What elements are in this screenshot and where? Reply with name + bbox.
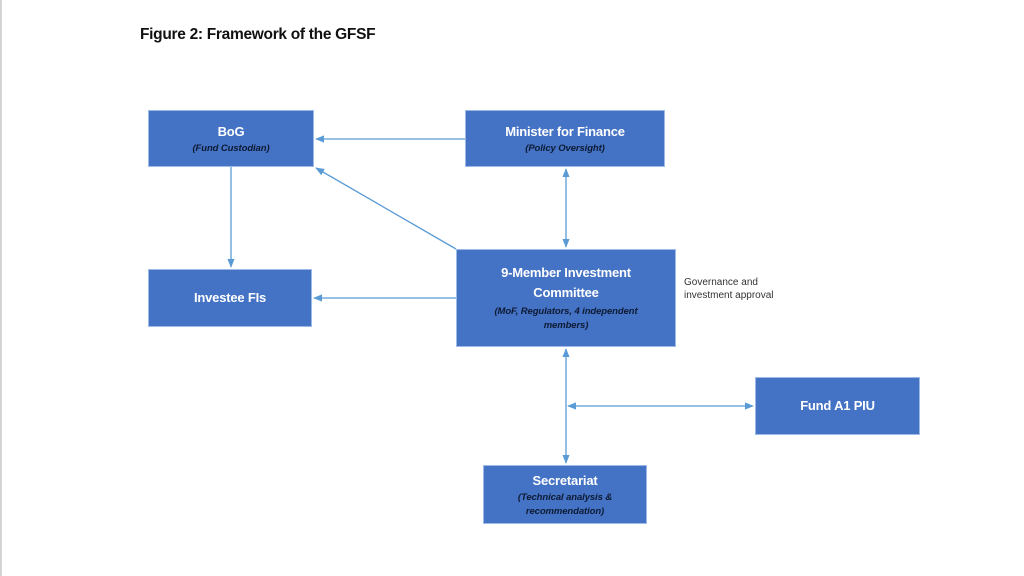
edge-committee-to-bog xyxy=(315,167,457,250)
page-edge xyxy=(0,0,2,576)
node-minister-for-finance: Minister for Finance (Policy Oversight) xyxy=(465,110,665,167)
node-minister-title: Minister for Finance xyxy=(505,123,625,139)
node-committee-title: 9-Member Investment Committee xyxy=(501,265,631,300)
node-fund-a1-piu: Fund A1 PIU xyxy=(755,377,920,435)
node-secretariat-title: Secretariat xyxy=(532,472,598,488)
committee-role-annotation: Governance and investment approval xyxy=(684,277,774,301)
node-committee-subtitle: (MoF, Regulators, 4 independent members) xyxy=(494,306,638,331)
node-bog-subtitle: (Fund Custodian) xyxy=(192,142,270,154)
node-investee-title: Investee FIs xyxy=(193,290,267,305)
node-piu-title: Fund A1 PIU xyxy=(800,398,875,413)
node-investment-committee: 9-Member Investment Committee (MoF, Regu… xyxy=(456,249,676,347)
node-bog-title: BoG xyxy=(217,123,245,139)
node-minister-subtitle: (Policy Oversight) xyxy=(525,142,605,154)
node-secretariat-subtitle: (Technical analysis & recommendation) xyxy=(517,491,613,517)
node-secretariat: Secretariat (Technical analysis & recomm… xyxy=(483,465,647,524)
node-investee-fis: Investee FIs xyxy=(148,269,312,327)
figure-title: Figure 2: Framework of the GFSF xyxy=(140,26,376,43)
node-bog: BoG (Fund Custodian) xyxy=(148,110,314,167)
